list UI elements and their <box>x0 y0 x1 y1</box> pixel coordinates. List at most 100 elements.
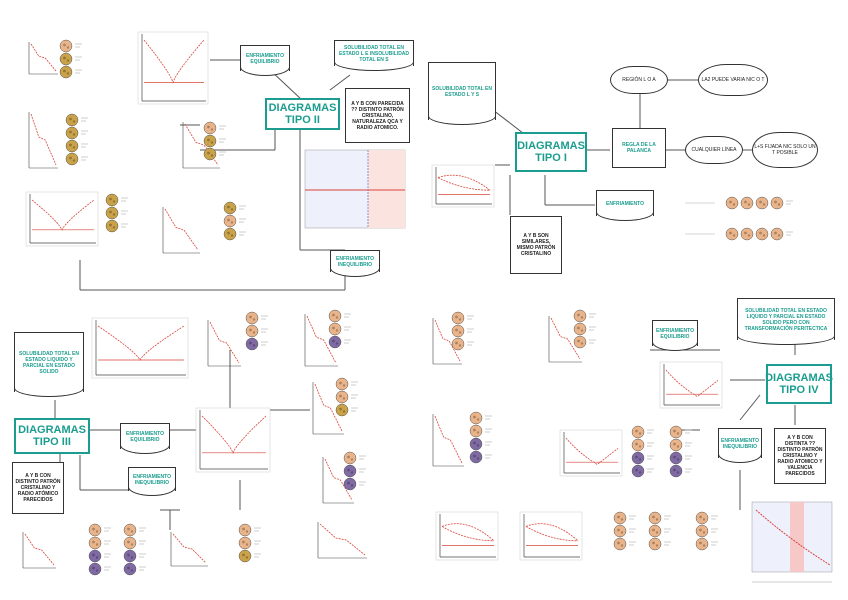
grain-dot <box>112 200 116 203</box>
grain-structure-circle <box>238 523 252 537</box>
grain-dot <box>249 315 252 319</box>
grain-dot <box>66 59 70 62</box>
grain-dot <box>676 458 680 461</box>
grain-dot <box>777 203 781 206</box>
grain-structure-circle <box>88 536 102 550</box>
grain-dot <box>207 138 210 142</box>
tipo4-solubility-flag: SOLUBILIDAD TOTAL EN ESTADO LIQUIDO Y PA… <box>737 298 835 345</box>
grain-structure-circle <box>343 477 357 491</box>
grain-dot <box>655 518 659 521</box>
tipo4-equilibrium-flag: ENFRIAMIENTO EQUILIBRIO <box>652 320 698 351</box>
grain-dot <box>92 540 95 544</box>
phase-curve <box>441 523 495 542</box>
grain-dot <box>577 326 580 330</box>
grain-structure-circle <box>755 227 769 241</box>
grain-dot <box>127 566 130 570</box>
tipo2-nonequilibrium-flag: ENFRIAMIENTO INEQUILIBRIO <box>330 250 380 277</box>
tipo1-solubility-flag: SOLUBILIDAD TOTAL EN ESTADO L Y S <box>428 62 496 125</box>
phase-region <box>368 150 405 228</box>
grain-structure-circle <box>631 464 645 478</box>
grain-structure-circle <box>203 147 217 161</box>
grain-dot <box>617 541 620 545</box>
grain-dot <box>69 117 72 121</box>
grain-dot <box>473 441 476 445</box>
grain-dot <box>95 530 99 533</box>
grain-dot <box>744 200 747 204</box>
grain-structure-circle <box>105 219 119 233</box>
grain-structure-circle <box>669 464 683 478</box>
grain-dot <box>210 154 214 157</box>
grain-structure-circle <box>573 335 587 349</box>
grain-structure-circle <box>335 377 349 391</box>
grain-dot <box>339 407 342 411</box>
tipo4-title: DIAGRAMAS TIPO IV <box>765 364 833 404</box>
grain-dot <box>69 130 72 134</box>
grain-dot <box>580 316 584 319</box>
grain-structure-circle <box>669 425 683 439</box>
cooling-curve-thumbnail <box>324 458 353 501</box>
grain-structure-circle <box>88 562 102 576</box>
grain-dot <box>473 428 476 432</box>
cooling-curve-thumbnail <box>434 415 463 464</box>
grain-structure-circle <box>59 39 73 53</box>
grain-structure-circle <box>59 65 73 79</box>
tipo2-equilibrium-flag: ENFRIAMIENTO EQUILIBRIO <box>240 45 290 76</box>
grain-dot <box>335 342 339 345</box>
grain-structure-circle <box>335 390 349 404</box>
grain-dot <box>732 234 736 237</box>
grain-structure-circle <box>245 324 259 338</box>
grain-dot <box>245 543 249 546</box>
grain-dot <box>577 313 580 317</box>
grain-dot <box>476 418 480 421</box>
grain-dot <box>455 328 458 332</box>
grain-structure-circle <box>65 152 79 166</box>
grain-dot <box>350 484 354 487</box>
cooling-curve-thumbnail <box>209 321 240 364</box>
grain-dot <box>332 339 335 343</box>
grain-dot <box>72 159 76 162</box>
grain-dot <box>227 231 230 235</box>
grain-structure-circle <box>238 536 252 550</box>
grain-dot <box>577 339 580 343</box>
cooling-curve-thumbnail <box>164 208 199 251</box>
grain-dot <box>699 541 702 545</box>
tipo2-title: DIAGRAMAS TIPO II <box>265 98 340 130</box>
grain-structure-circle <box>648 524 662 538</box>
grain-dot <box>130 530 134 533</box>
grain-dot <box>335 329 339 332</box>
grain-dot <box>635 442 638 446</box>
grain-structure-circle <box>328 335 342 349</box>
cooling-curve-thumbnail <box>306 315 337 364</box>
phase-diagram-thumbnail <box>25 191 99 247</box>
grain-structure-circle <box>65 139 79 153</box>
grain-dot <box>249 341 252 345</box>
cooling-curve-thumbnail <box>30 113 57 166</box>
grain-structure-circle <box>669 438 683 452</box>
phase-curve <box>755 509 831 566</box>
tipo2-properties-note: A Y B CON PARECIDA ?? DISTINTO PATRÓN CR… <box>345 88 410 143</box>
grain-dot <box>635 468 638 472</box>
grain-structure-circle <box>770 196 784 210</box>
grain-dot <box>342 397 346 400</box>
grain-dot <box>638 471 642 474</box>
grain-structure-circle <box>648 537 662 551</box>
grain-structure-circle <box>123 523 137 537</box>
grain-structure-circle <box>770 227 784 241</box>
grain-dot <box>249 328 252 332</box>
grain-dot <box>332 313 335 317</box>
grain-dot <box>476 457 480 460</box>
grain-dot <box>127 527 130 531</box>
phase-curve <box>525 523 579 542</box>
phase-curve <box>437 174 491 191</box>
grain-structure-circle <box>335 403 349 417</box>
grain-structure-circle <box>613 537 627 551</box>
grain-structure-circle <box>573 309 587 323</box>
grain-dot <box>72 146 76 149</box>
grain-dot <box>72 120 76 123</box>
grain-structure-circle <box>59 52 73 66</box>
grain-structure-circle <box>123 562 137 576</box>
grain-structure-circle <box>238 549 252 563</box>
grain-dot <box>458 344 462 347</box>
grain-dot <box>762 234 766 237</box>
grain-dot <box>702 544 706 547</box>
